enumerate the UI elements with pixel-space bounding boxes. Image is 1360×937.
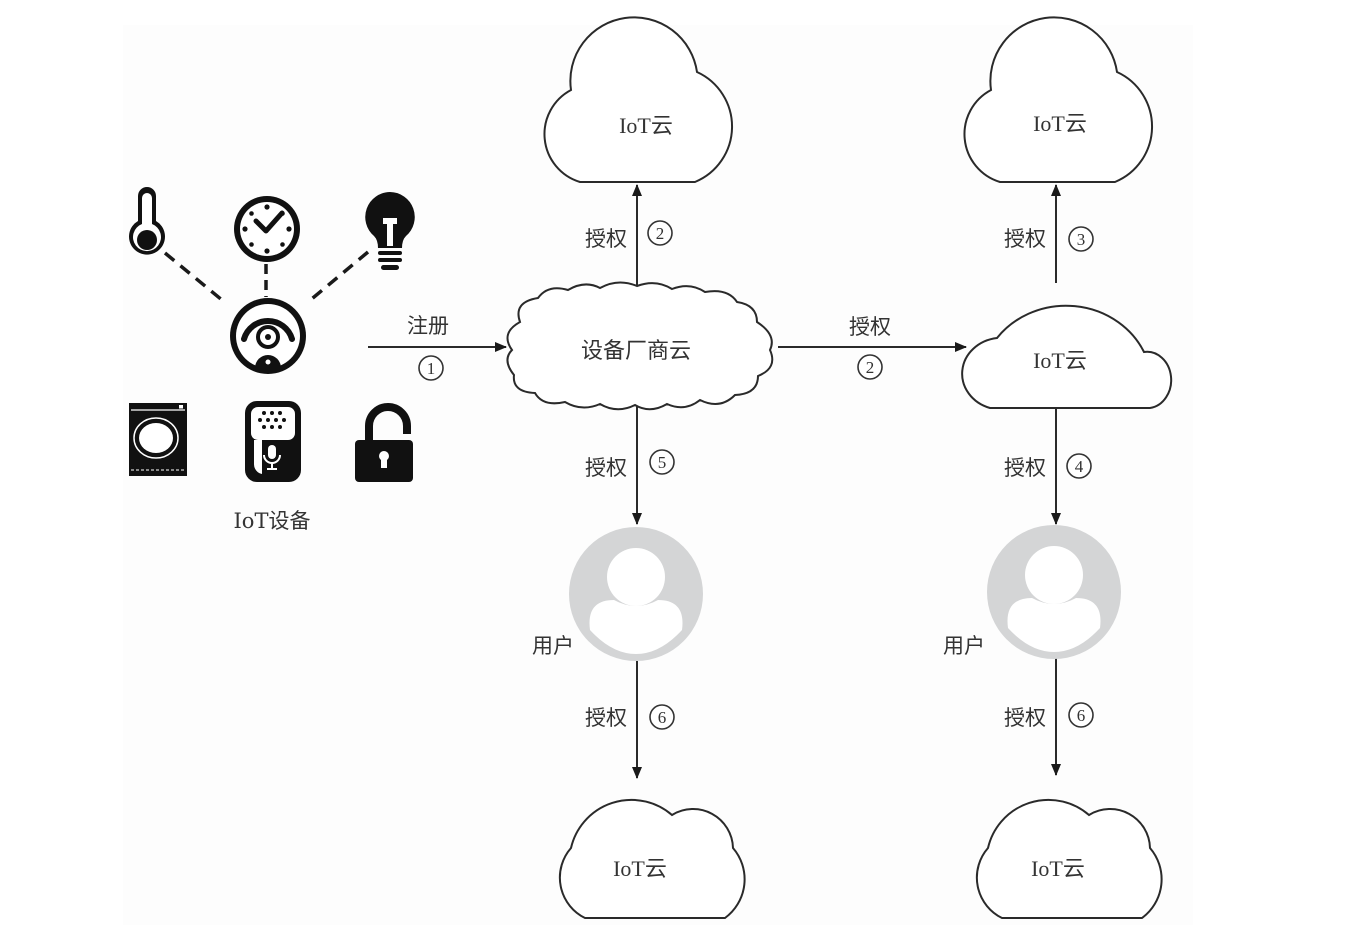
unlocked-padlock-icon bbox=[355, 403, 413, 482]
iot-devices-label: IoT设备 bbox=[234, 509, 311, 533]
edge-register: 注册 1 bbox=[368, 314, 507, 381]
thermometer-icon bbox=[129, 187, 165, 255]
step-badge-6: 6 bbox=[1068, 702, 1094, 728]
step-badge-4: 4 bbox=[1066, 453, 1092, 479]
svg-text:2: 2 bbox=[866, 358, 875, 377]
svg-text:1: 1 bbox=[427, 359, 436, 378]
register-label: 注册 bbox=[407, 314, 449, 338]
device-link-bulb bbox=[306, 250, 370, 304]
cloud-label: IoT云 bbox=[1033, 348, 1087, 373]
edge-vendor-to-user: 授权 5 bbox=[585, 405, 675, 525]
cloud-shape bbox=[543, 16, 734, 183]
svg-text:4: 4 bbox=[1075, 457, 1084, 476]
cloud-shape bbox=[558, 798, 746, 919]
cloud-label: IoT云 bbox=[613, 856, 667, 881]
edge-user-to-bottom-cloud: 授权 6 bbox=[585, 661, 675, 779]
auth-label: 授权 bbox=[585, 456, 627, 480]
device-link-thermometer bbox=[163, 251, 224, 302]
svg-text:6: 6 bbox=[658, 708, 667, 727]
user-label: 用户 bbox=[532, 634, 574, 658]
auth-label: 授权 bbox=[1004, 227, 1046, 251]
edge-user-right-to-bottom-cloud: 授权 6 bbox=[1004, 656, 1094, 776]
cloud-iot-bottom-mid: IoT云 bbox=[558, 798, 746, 919]
step-badge-6: 6 bbox=[649, 704, 675, 730]
cloud-shape bbox=[961, 304, 1173, 409]
auth-label: 授权 bbox=[585, 227, 627, 251]
cloud-iot-top-right: IoT云 bbox=[963, 16, 1154, 183]
cloud-shape bbox=[963, 16, 1154, 183]
voice-speaker-icon bbox=[245, 401, 301, 482]
edge-vendor-to-top-cloud: 授权 2 bbox=[585, 184, 673, 288]
user-mid: 用户 bbox=[532, 527, 703, 661]
user-avatar-icon bbox=[987, 525, 1121, 659]
step-badge-2: 2 bbox=[647, 220, 673, 246]
hub-device-icon: AT bbox=[230, 298, 306, 374]
cloud-shape bbox=[506, 281, 774, 411]
step-badge-5: 5 bbox=[649, 449, 675, 475]
cloud-vendor: 设备厂商云 bbox=[506, 281, 774, 411]
step-badge-1: 1 bbox=[418, 355, 444, 381]
edge-right-to-top-cloud: 授权 3 bbox=[1004, 184, 1094, 283]
svg-text:2: 2 bbox=[656, 224, 665, 243]
cloud-label: IoT云 bbox=[1033, 111, 1087, 136]
vendor-cloud-label: 设备厂商云 bbox=[581, 339, 691, 364]
user-right: 用户 bbox=[943, 525, 1121, 659]
cloud-iot-bottom-right: IoT云 bbox=[975, 798, 1163, 919]
auth-label: 授权 bbox=[1004, 456, 1046, 480]
auth-label: 授权 bbox=[1004, 706, 1046, 730]
iot-devices-group: AT bbox=[129, 187, 415, 533]
user-label: 用户 bbox=[943, 634, 985, 658]
edge-right-cloud-to-user: 授权 4 bbox=[1004, 408, 1092, 525]
lightbulb-icon bbox=[365, 192, 415, 270]
clock-icon bbox=[234, 196, 300, 262]
edge-vendor-to-right-cloud: 授权 2 bbox=[778, 315, 967, 380]
auth-label: 授权 bbox=[585, 706, 627, 730]
cloud-iot-top-mid: IoT云 bbox=[543, 16, 734, 183]
svg-text:6: 6 bbox=[1077, 706, 1086, 725]
cloud-label: IoT云 bbox=[619, 113, 673, 138]
cloud-shape bbox=[975, 798, 1163, 919]
cloud-iot-mid-right: IoT云 bbox=[961, 304, 1173, 409]
cloud-label: IoT云 bbox=[1031, 856, 1085, 881]
washing-machine-icon bbox=[129, 403, 187, 476]
step-badge-3: 3 bbox=[1068, 226, 1094, 252]
step-badge-2: 2 bbox=[857, 354, 883, 380]
svg-text:5: 5 bbox=[658, 453, 667, 472]
auth-label: 授权 bbox=[849, 315, 891, 339]
user-avatar-icon bbox=[569, 527, 703, 661]
svg-text:3: 3 bbox=[1077, 230, 1086, 249]
